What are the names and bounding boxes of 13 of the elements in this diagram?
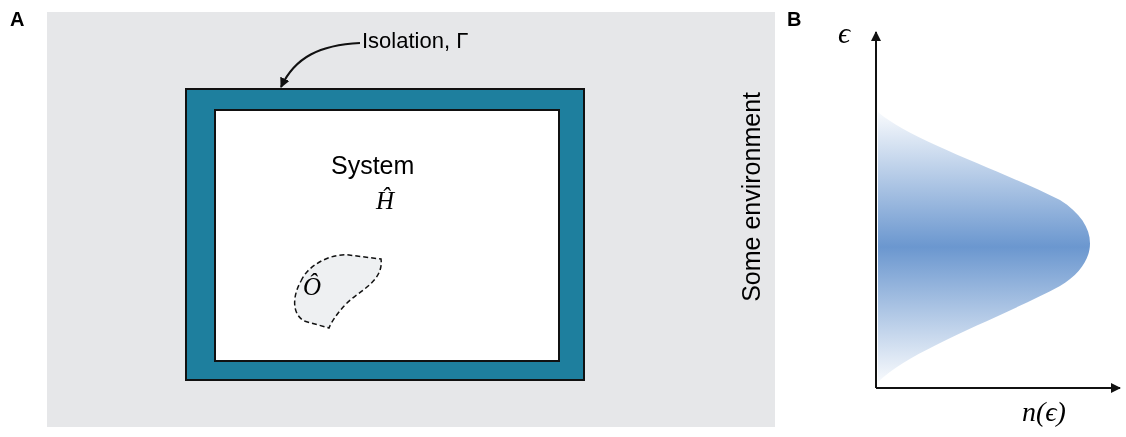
leader-arrow — [280, 42, 361, 88]
system-box — [214, 109, 560, 362]
isolation-label: Isolation, Γ — [362, 28, 469, 53]
panel-label: A — [10, 8, 25, 31]
system-label: System — [331, 151, 415, 180]
isolation-wall — [185, 88, 585, 381]
panel-label: B — [787, 8, 802, 31]
environment-label: Some environment — [737, 92, 766, 302]
observable-symbol: Ô — [303, 273, 322, 301]
axis-label: ϵ — [838, 16, 851, 50]
axis-label: n(ϵ) — [1022, 396, 1066, 428]
hamiltonian-symbol: Ĥ — [376, 187, 395, 215]
environment-panel — [47, 12, 775, 427]
